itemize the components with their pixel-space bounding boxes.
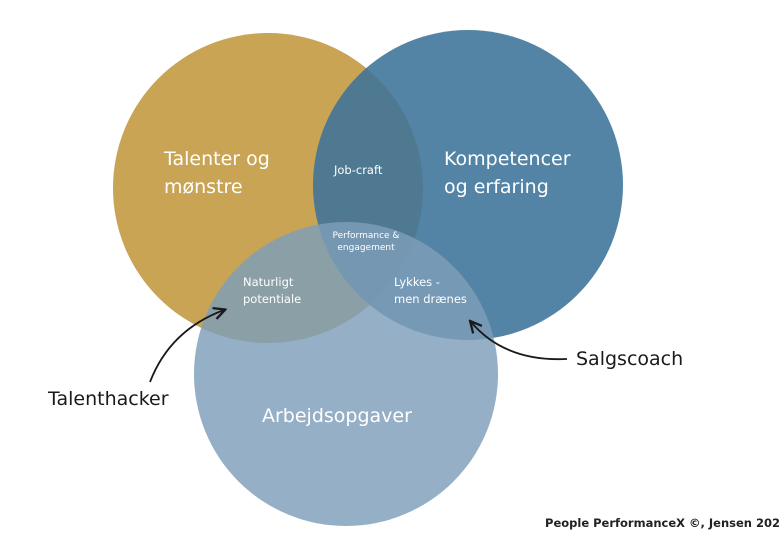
callout-talenthacker: Talenthacker xyxy=(48,388,169,410)
circle-tasks xyxy=(194,222,498,526)
label-performance-engagement: Performance & engagement xyxy=(332,231,400,253)
label-competence: Kompetencer og erfaring xyxy=(444,148,571,198)
arrow-talenthacker xyxy=(149,310,224,383)
label-naturligt-potentiale: Naturligt potentiale xyxy=(243,275,302,306)
label-job-craft: Job-craft xyxy=(334,163,383,177)
footer-credit: People PerformanceX ©, Jensen 202 xyxy=(545,516,780,530)
label-talent: Talenter og mønstre xyxy=(164,148,270,198)
label-tasks: Arbejdsopgaver xyxy=(262,405,412,427)
label-lykkes-men-draenes: Lykkes - men drænes xyxy=(394,275,467,306)
arrow-salgscoach xyxy=(471,322,568,361)
callout-salgscoach: Salgscoach xyxy=(576,348,684,370)
